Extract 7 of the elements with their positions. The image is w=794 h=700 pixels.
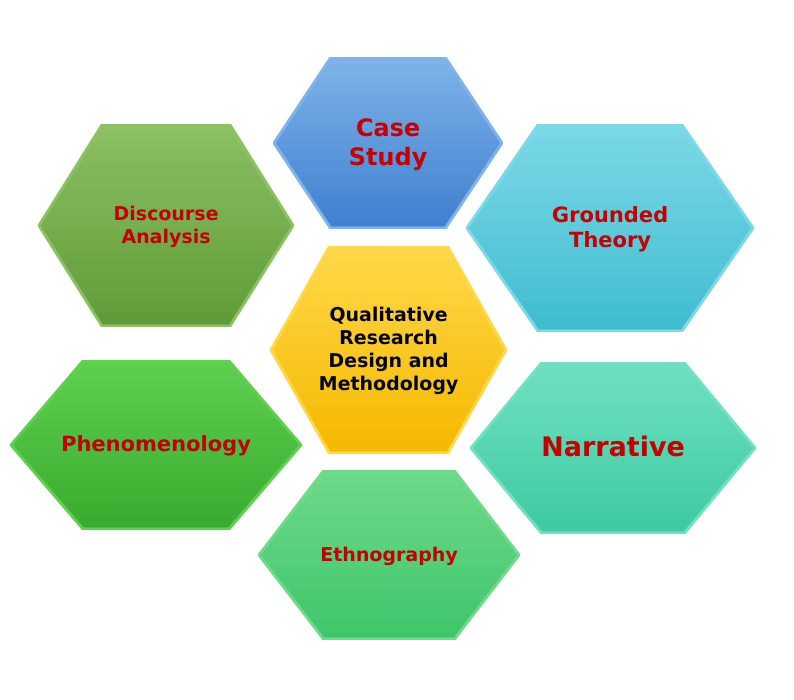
hexagon-label: Case Study xyxy=(348,114,428,172)
hexagon-label: Narrative xyxy=(541,432,685,464)
hexagon-label: Ethnography xyxy=(320,544,458,566)
hexagon-label: Qualitative Research Design and Methodology xyxy=(318,304,460,396)
hexagon-label: Discourse Analysis xyxy=(112,202,220,248)
hexagon-label: Phenomenology xyxy=(61,432,251,458)
hexagon-label: Grounded Theory xyxy=(550,202,670,254)
